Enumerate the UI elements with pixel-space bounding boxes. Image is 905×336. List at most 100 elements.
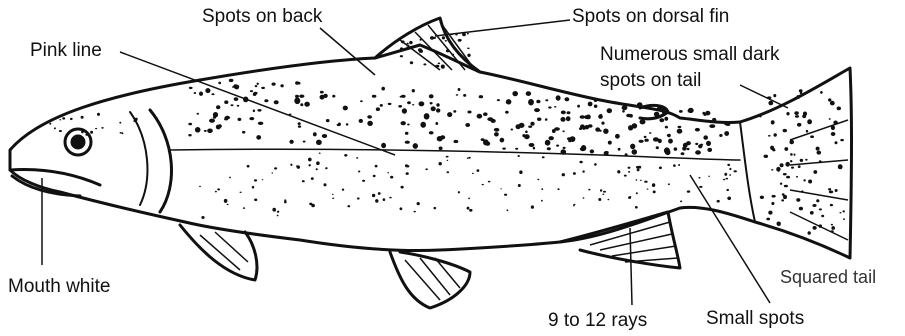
spot <box>380 104 383 107</box>
spot <box>639 140 644 143</box>
lateral-line <box>170 149 740 160</box>
gill-cover <box>150 110 171 212</box>
spot <box>373 175 376 177</box>
spot <box>309 164 311 166</box>
spot <box>545 140 551 146</box>
label-spots-on-dorsal-fin: Spots on dorsal fin <box>572 6 729 28</box>
spot <box>372 194 375 197</box>
spot <box>656 146 659 149</box>
spot <box>577 105 580 108</box>
spot <box>294 98 300 105</box>
spot <box>420 39 422 41</box>
spot <box>424 113 430 119</box>
spot <box>412 89 415 92</box>
spot <box>536 100 540 104</box>
spot <box>786 112 789 115</box>
spot <box>406 172 409 175</box>
spot <box>819 208 822 210</box>
spot <box>590 149 594 153</box>
spot <box>358 171 360 173</box>
spot <box>401 40 405 43</box>
spot <box>454 140 459 143</box>
spot <box>272 208 276 212</box>
spot <box>367 115 372 118</box>
spot <box>332 95 335 98</box>
spot <box>678 126 682 128</box>
spot <box>768 211 772 215</box>
spot <box>662 111 666 115</box>
spot <box>423 63 426 65</box>
spot <box>708 176 710 177</box>
spot <box>417 202 420 205</box>
spot <box>798 165 801 168</box>
spot <box>322 134 327 138</box>
spot <box>784 185 788 188</box>
spot <box>772 195 776 198</box>
gill-cover-inner <box>130 112 147 205</box>
spot <box>813 170 817 174</box>
spot <box>218 124 222 128</box>
spot <box>488 181 491 183</box>
spot <box>819 160 822 163</box>
spot <box>618 148 621 151</box>
spot <box>398 105 402 108</box>
spot <box>383 198 386 201</box>
spot <box>119 122 121 124</box>
spot <box>309 203 312 206</box>
spot <box>582 170 584 172</box>
spot <box>207 129 213 134</box>
spot <box>338 123 341 126</box>
spot <box>608 141 612 145</box>
spot <box>813 226 817 230</box>
spot <box>831 230 834 232</box>
spot <box>541 188 543 190</box>
spot <box>205 88 210 93</box>
spot <box>429 131 434 134</box>
spot <box>667 134 670 136</box>
spot <box>608 199 610 201</box>
spot <box>85 134 88 136</box>
spot <box>795 115 799 118</box>
spot <box>759 116 761 118</box>
spot <box>601 122 604 125</box>
spot <box>799 207 803 211</box>
spot <box>771 120 775 124</box>
spot <box>683 143 688 148</box>
spot <box>680 201 682 203</box>
spot <box>828 188 831 190</box>
spot <box>537 118 541 121</box>
spot <box>211 93 214 95</box>
spot <box>447 112 452 117</box>
spot <box>467 54 470 57</box>
spot <box>699 177 701 179</box>
spot <box>843 218 845 220</box>
spot <box>357 197 360 199</box>
spot <box>257 83 259 85</box>
spot <box>622 110 625 113</box>
spot <box>835 141 838 144</box>
spot <box>707 148 712 152</box>
spot <box>712 118 716 122</box>
spot <box>400 55 403 57</box>
label-rays: 9 to 12 rays <box>548 310 647 332</box>
spot <box>216 105 220 109</box>
spot <box>477 169 480 172</box>
spot <box>302 180 305 182</box>
spot <box>603 191 606 193</box>
spot <box>723 179 725 181</box>
label-tail-spots-line1: Numerous small dark <box>600 44 780 66</box>
spot <box>681 152 685 155</box>
spot <box>796 95 800 99</box>
spot <box>796 198 800 202</box>
spot <box>529 143 535 147</box>
spot <box>647 189 649 190</box>
spot <box>586 115 591 120</box>
spot <box>237 105 240 107</box>
spot <box>840 139 844 141</box>
spot <box>644 139 648 142</box>
spot <box>217 188 220 190</box>
spot <box>342 189 344 191</box>
spot <box>805 159 807 161</box>
spot <box>678 164 680 166</box>
spot <box>568 140 571 143</box>
